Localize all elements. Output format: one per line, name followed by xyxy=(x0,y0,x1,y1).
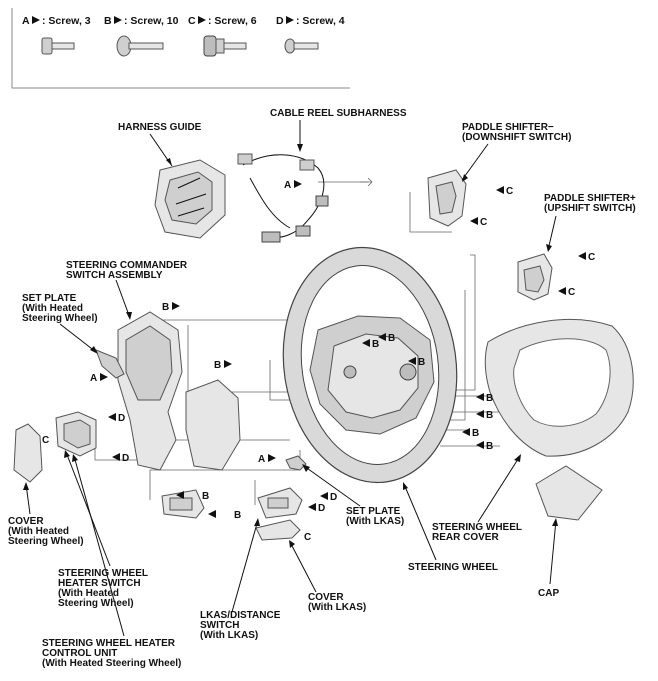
legend-text: : Screw, 3 xyxy=(42,15,91,27)
label-lkas-switch: LKAS/DISTANCE xyxy=(200,610,281,621)
heater-switch-part xyxy=(55,411,97,457)
label-heater-control-unit: STEERING WHEEL HEATER xyxy=(42,638,176,649)
paddle-shifter-downshift xyxy=(427,169,467,227)
legend-item-d: D : Screw, 4 xyxy=(276,15,345,54)
svg-text:A: A xyxy=(284,180,291,191)
screw-3-icon xyxy=(41,37,75,55)
svg-text:C: C xyxy=(480,217,487,228)
label-set-plate-lkas-sub: (With LKAS) xyxy=(346,516,404,527)
legend-letter: B xyxy=(104,15,112,27)
legend-text: : Screw, 10 xyxy=(124,15,179,27)
label-heater-switch-sub2: (With Heated xyxy=(58,588,119,599)
part-labels: HARNESS GUIDE CABLE REEL SUBHARNESS PADD… xyxy=(8,108,636,669)
svg-text:C: C xyxy=(588,252,595,263)
label-rear-cover: STEERING WHEEL xyxy=(432,522,522,533)
label-lkas-switch-sub1: SWITCH xyxy=(200,620,239,631)
svg-text:C: C xyxy=(42,435,49,446)
svg-text:C: C xyxy=(506,186,513,197)
label-paddle-shifter-plus: PADDLE SHIFTER+ xyxy=(544,193,636,204)
label-cover-lkas: COVER xyxy=(308,592,344,603)
svg-text:A: A xyxy=(258,454,265,465)
set-plate-lkas-part xyxy=(285,455,307,471)
svg-text:B: B xyxy=(202,491,209,502)
svg-text:B: B xyxy=(234,510,241,521)
screw-10-icon xyxy=(116,35,164,57)
set-plate-heated-part xyxy=(95,349,125,379)
label-set-plate-heated: SET PLATE xyxy=(22,293,77,304)
screw-4-icon xyxy=(284,38,319,54)
label-rear-cover-sub: REAR COVER xyxy=(432,532,499,543)
svg-text:D: D xyxy=(318,503,325,514)
svg-text:B: B xyxy=(214,360,221,371)
steering-wheel-part xyxy=(282,246,458,484)
label-paddle-shifter-minus: PADDLE SHIFTER− xyxy=(462,122,554,133)
callout-d: D D D D xyxy=(108,413,337,514)
label-set-plate-heated-sub2: Steering Wheel) xyxy=(22,313,98,324)
label-commander-sub: SWITCH ASSEMBLY xyxy=(66,270,163,281)
svg-text:D: D xyxy=(330,492,337,503)
label-cover-heated-sub1: (With Heated xyxy=(8,526,69,537)
steering-wheel-rear-cover-part xyxy=(484,318,634,457)
heater-control-unit-part xyxy=(161,489,205,519)
legend-letter: C xyxy=(188,15,196,27)
label-heater-switch-sub3: Steering Wheel) xyxy=(58,598,134,609)
svg-text:D: D xyxy=(118,413,125,424)
cap-part xyxy=(535,465,603,521)
label-lkas-switch-sub2: (With LKAS) xyxy=(200,630,258,641)
leader-lines xyxy=(23,120,558,637)
label-paddle-shifter-plus-sub: (UPSHIFT SWITCH) xyxy=(544,203,636,214)
svg-text:C: C xyxy=(304,532,311,543)
label-cover-heated-sub2: Steering Wheel) xyxy=(8,536,84,547)
label-cover-heated: COVER xyxy=(8,516,44,527)
svg-text:B: B xyxy=(162,302,169,313)
label-heater-switch-sub1: HEATER SWITCH xyxy=(58,578,141,589)
label-heater-control-unit-sub2: (With Heated Steering Wheel) xyxy=(42,658,181,669)
legend-text: : Screw, 4 xyxy=(296,15,345,27)
callout-c: C C C C C C xyxy=(42,186,595,543)
steering-commander-switch xyxy=(117,311,241,471)
screw-6-icon xyxy=(203,35,247,57)
legend-item-b: B : Screw, 10 xyxy=(104,15,179,57)
label-cable-reel-subharness: CABLE REEL SUBHARNESS xyxy=(270,108,407,119)
label-set-plate-heated-sub1: (With Heated xyxy=(22,303,83,314)
svg-text:B: B xyxy=(418,357,425,368)
callout-a: A A A xyxy=(90,180,302,465)
svg-text:D: D xyxy=(122,453,129,464)
paddle-shifter-upshift xyxy=(517,253,553,301)
legend-item-c: C : Screw, 6 xyxy=(188,15,257,57)
label-set-plate-lkas: SET PLATE xyxy=(346,506,401,517)
cover-lkas-part xyxy=(255,519,301,541)
label-cap: CAP xyxy=(538,588,559,599)
label-heater-control-unit-sub1: CONTROL UNIT xyxy=(42,648,117,659)
legend-letter: A xyxy=(22,15,30,27)
callout-b: B B B B B B B B B B B xyxy=(162,302,493,521)
label-harness-guide: HARNESS GUIDE xyxy=(118,122,202,133)
svg-text:B: B xyxy=(388,333,395,344)
svg-text:A: A xyxy=(90,373,97,384)
legend-item-a: A : Screw, 3 xyxy=(22,15,91,55)
cable-reel-subharness xyxy=(237,153,329,243)
lkas-distance-switch-part xyxy=(257,487,303,519)
screw-callouts: A A A B B B B B B B B B B xyxy=(42,180,595,543)
cover-heated-part xyxy=(13,423,43,483)
label-steering-wheel: STEERING WHEEL xyxy=(408,562,498,573)
svg-text:B: B xyxy=(472,428,479,439)
label-heater-switch: STEERING WHEEL xyxy=(58,568,148,579)
svg-text:B: B xyxy=(372,339,379,350)
label-paddle-shifter-minus-sub: (DOWNSHIFT SWITCH) xyxy=(462,132,571,143)
legend-text: : Screw, 6 xyxy=(208,15,257,27)
harness-guide xyxy=(154,159,226,239)
svg-text:C: C xyxy=(568,287,575,298)
screw-legend: A : Screw, 3 B : Screw, 10 C : Screw, 6 xyxy=(11,8,350,89)
svg-text:B: B xyxy=(486,393,493,404)
svg-text:B: B xyxy=(486,410,493,421)
label-cover-lkas-sub: (With LKAS) xyxy=(308,602,366,613)
legend-letter: D xyxy=(276,15,284,27)
label-commander: STEERING COMMANDER xyxy=(66,260,188,271)
svg-text:B: B xyxy=(486,441,493,452)
